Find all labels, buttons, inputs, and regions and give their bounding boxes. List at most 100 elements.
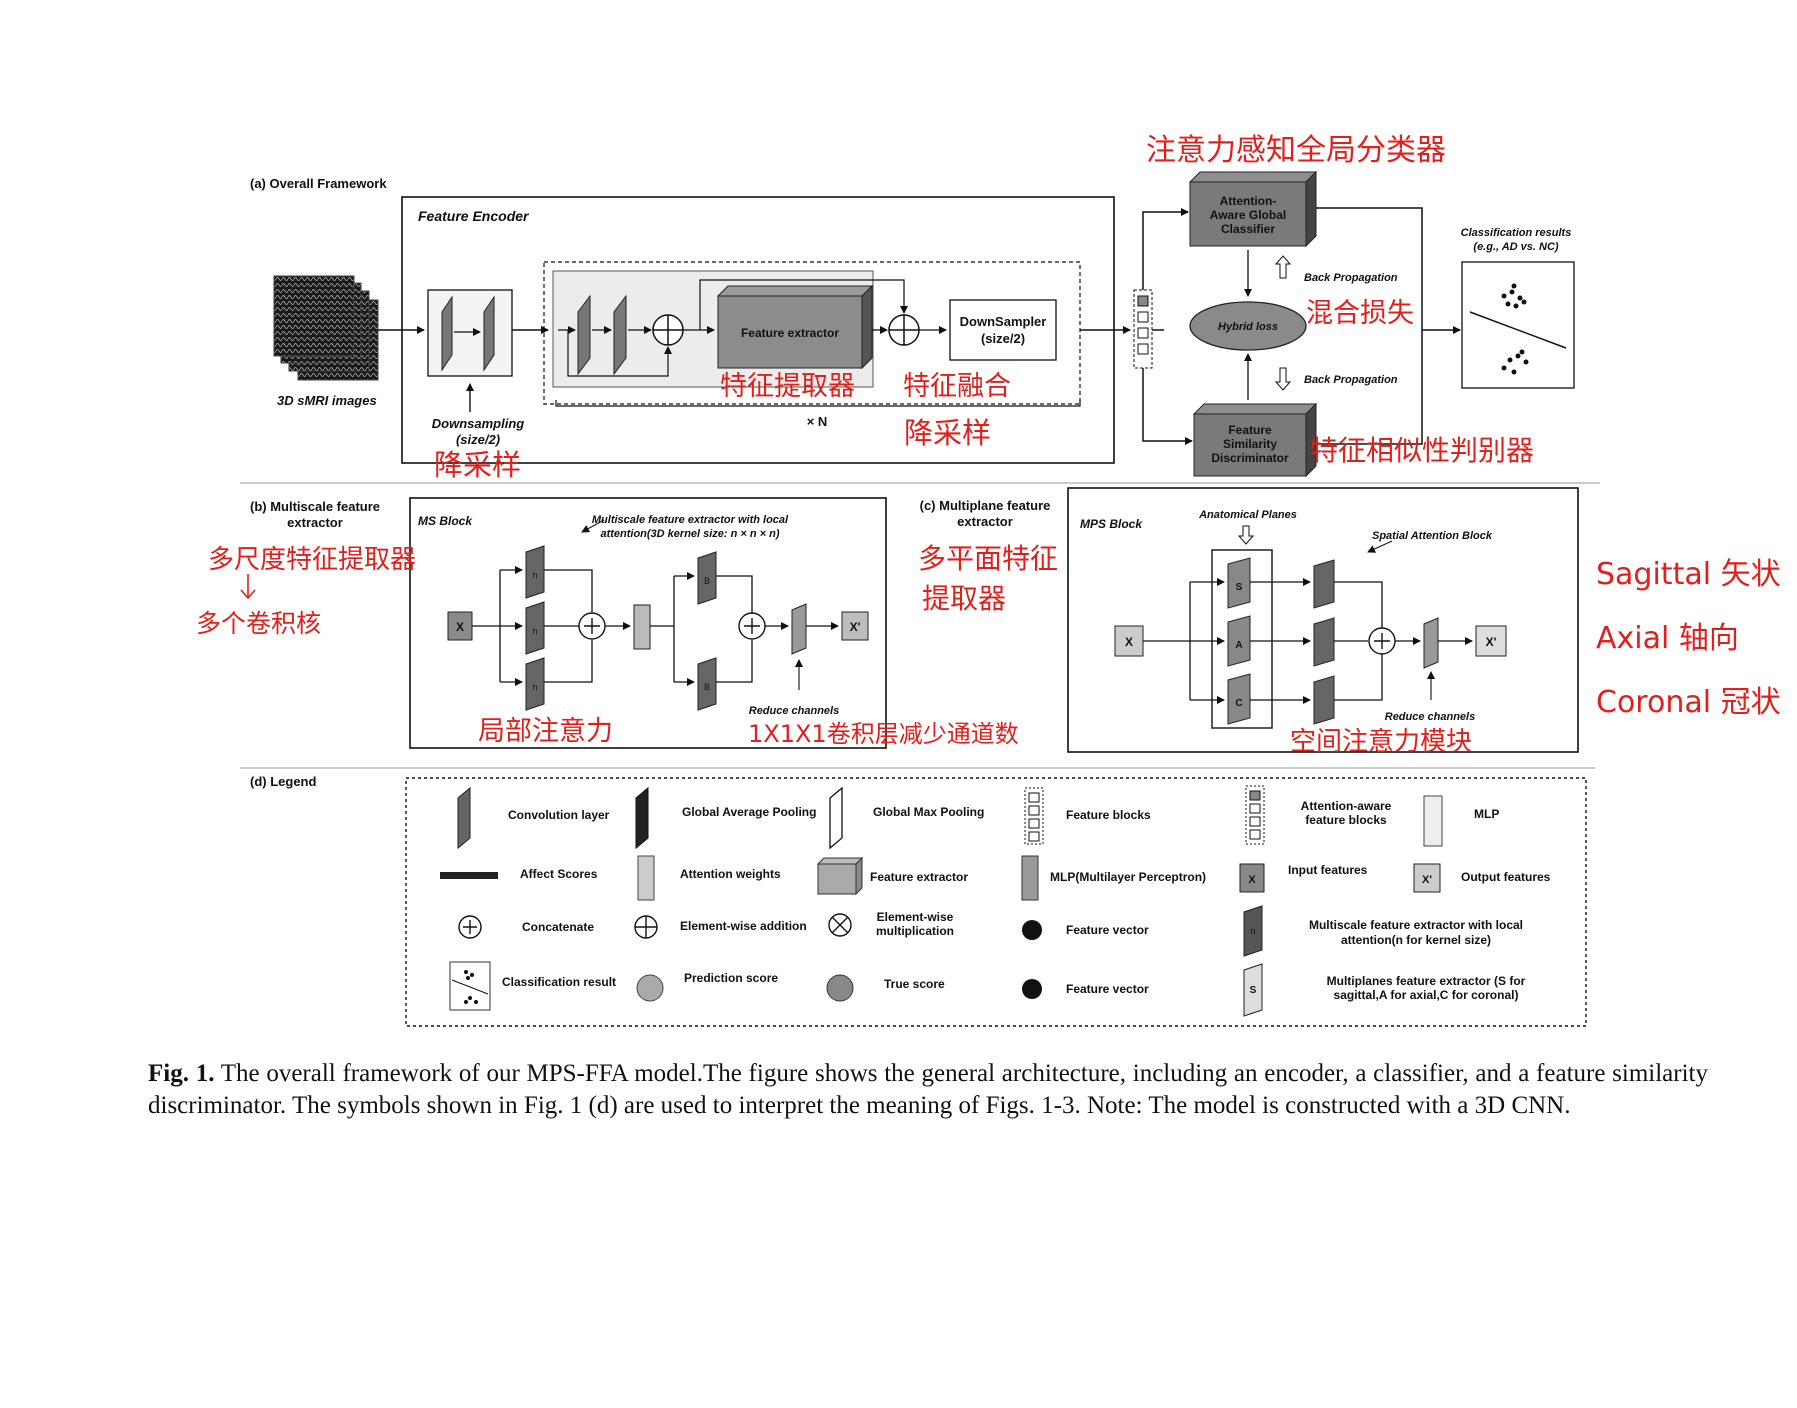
attention-block-icon	[697, 551, 717, 605]
classification-result-icon	[449, 961, 491, 1011]
reduce-channels-conv	[791, 603, 807, 655]
global-max-pooling-icon	[829, 786, 843, 850]
plane-letter-sagittal: S	[1236, 582, 1243, 593]
legend-label: Attention weights	[680, 867, 781, 881]
mlp-icon	[1423, 795, 1443, 847]
feature-encoder-label: Feature Encoder	[418, 208, 530, 224]
legend-label: Feature extractor	[870, 870, 968, 884]
output-features-icon	[1475, 625, 1507, 657]
panel-c-title-1: (c) Multiplane feature	[920, 498, 1051, 513]
annotation-arrow	[240, 574, 256, 600]
conv-layer-icon	[441, 295, 453, 372]
figure-caption: Fig. 1. The overall framework of our MPS…	[148, 1058, 1708, 1122]
legend-symbol: n	[1250, 926, 1255, 936]
convolution-layer-icon	[457, 786, 471, 850]
legend-label: Multiscale feature extractor with local	[1309, 918, 1523, 932]
annotation-feature-extractor: 特征提取器	[720, 371, 855, 402]
ms-note-1: Multiscale feature extractor with local	[592, 514, 789, 526]
annotation-discriminator: 特征相似性判别器	[1310, 434, 1534, 467]
annotation-local-attention: 局部注意力	[478, 716, 613, 747]
legend-label: feature blocks	[1305, 813, 1387, 827]
legend-label: True score	[884, 977, 945, 991]
classifier-label-2: Aware Global	[1210, 208, 1286, 222]
annotation-sagittal: Sagittal 矢状	[1596, 557, 1781, 592]
hybrid-loss-label: Hybrid loss	[1218, 321, 1278, 333]
feature-vector-icon	[1022, 920, 1042, 940]
results-label-1: Classification results	[1461, 227, 1572, 239]
anatomical-planes-group	[1211, 549, 1273, 729]
feature-extractor-label: Feature extractor	[741, 326, 839, 340]
panel-b-title-2: extractor	[287, 515, 343, 530]
legend-label: Affect Scores	[520, 867, 598, 881]
discriminator-label-1: Feature	[1228, 423, 1272, 437]
attention-block-letter: B	[704, 576, 710, 586]
discriminator-label-2: Similarity	[1223, 437, 1277, 451]
legend-label: MLP	[1474, 807, 1499, 821]
annotation-downsample-1: 降采样	[434, 448, 521, 482]
feedback-loop	[1316, 207, 1423, 445]
output-features-icon	[841, 611, 869, 641]
annotation-multiplane-1: 多平面特征	[918, 542, 1058, 575]
input-features-icon	[1239, 863, 1265, 893]
anatomical-planes-label: Anatomical Planes	[1198, 509, 1297, 521]
ms-output-symbol: X'	[850, 620, 861, 634]
feature-blocks-icon	[1024, 787, 1044, 845]
legend-label: Output features	[1461, 870, 1551, 884]
legend-label: Element-wise addition	[680, 919, 807, 933]
back-propagation-label-1: Back Propagation	[1304, 272, 1398, 284]
classifier-label-3: Classifier	[1221, 222, 1275, 236]
planes-arrow-icon	[1237, 525, 1255, 545]
legend-label: sagittal,A for axial,C for coronal)	[1334, 988, 1519, 1002]
output-features-icon	[1413, 863, 1441, 893]
downsampling-label-2: (size/2)	[456, 432, 500, 447]
result-points-lower	[1501, 349, 1529, 375]
plane-letter-coronal: C	[1235, 698, 1242, 709]
feature-vector-icon	[1022, 979, 1042, 999]
legend-symbol: X	[1248, 874, 1256, 886]
input-images-label: 3D sMRI images	[277, 393, 377, 408]
mps-block-frame	[1067, 487, 1579, 753]
legend-label: Global Max Pooling	[873, 805, 984, 819]
legend-label: Global Average Pooling	[682, 805, 816, 819]
annotation-hybrid-loss: 混合损失	[1306, 298, 1414, 329]
legend-label: multiplication	[876, 924, 954, 938]
legend-label: Attention-aware	[1301, 799, 1392, 813]
legend-label: Classification result	[502, 975, 616, 989]
ms-note-2: attention(3D kernel size: n × n × n)	[600, 528, 779, 540]
back-propagation-arrow-1	[1274, 255, 1292, 279]
conv-layer-icon	[577, 294, 591, 376]
downsampling-label-1: Downsampling	[432, 416, 525, 431]
annotation-multiscale-1: 多尺度特征提取器	[208, 545, 416, 575]
downsampler-block	[949, 299, 1057, 361]
reduce-channels-conv	[1423, 617, 1439, 669]
repeat-bracket	[555, 400, 1081, 407]
legend-label: Convolution layer	[508, 808, 610, 822]
annotation-spatial-attention: 空间注意力模块	[1290, 727, 1472, 757]
discriminator-label-3: Discriminator	[1211, 451, 1289, 465]
panel-c-title-2: extractor	[957, 514, 1013, 529]
legend-label: Feature vector	[1066, 982, 1149, 996]
conv-layer-icon	[613, 294, 627, 376]
classification-result-plot	[1461, 261, 1575, 389]
annotation-multiscale-2: 多个卷积核	[196, 609, 321, 638]
annotation-feature-fusion: 特征融合	[903, 371, 1011, 402]
results-label-2: (e.g., AD vs. NC)	[1473, 241, 1558, 253]
spatial-attention-label: Spatial Attention Block	[1372, 530, 1493, 542]
mps-output-symbol: X'	[1486, 635, 1497, 649]
legend-label: Multiplanes feature extractor (S for	[1327, 974, 1526, 988]
multiplanes-extractor-icon	[1243, 963, 1263, 1017]
prediction-score-icon	[636, 974, 664, 1002]
attention-aware-global-classifier	[1188, 170, 1318, 248]
caption-text: The overall framework of our MPS-FFA mod…	[148, 1060, 1708, 1119]
downsampling-block	[427, 289, 513, 377]
mri-image-stack	[273, 275, 379, 381]
hybrid-loss-node	[1189, 301, 1307, 351]
back-propagation-label-2: Back Propagation	[1304, 374, 1398, 386]
legend-label: MLP(Multilayer Perceptron)	[1050, 870, 1206, 884]
legend-label: Feature vector	[1066, 923, 1149, 937]
back-propagation-arrow-2	[1274, 367, 1292, 391]
repeated-block-frame	[543, 261, 1081, 405]
annotation-reduce-channels: 1X1X1卷积层减少通道数	[748, 720, 1019, 748]
global-average-pooling-icon	[635, 786, 649, 850]
legend-label: Input features	[1288, 863, 1368, 877]
